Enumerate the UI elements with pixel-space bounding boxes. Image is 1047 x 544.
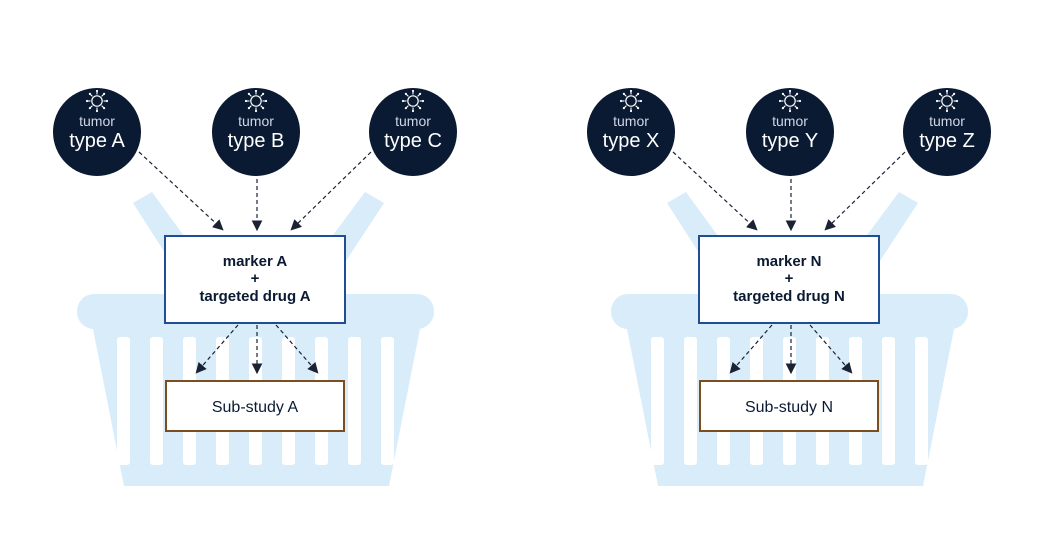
tumor-label-type: type Z [919, 130, 975, 152]
input-arrows [672, 151, 906, 232]
tumor-circle: tumor type X [587, 88, 675, 176]
substudy-label: Sub-study A [212, 399, 299, 416]
output-arrows [195, 324, 319, 375]
arrow-c [290, 151, 372, 231]
tumor-label-small: tumor [929, 113, 965, 129]
basket-group-1: tumor type A tumor type B tumor type C m… [53, 88, 457, 486]
tumor-circle: tumor type C [369, 88, 457, 176]
tumor-label-type: type C [384, 130, 442, 152]
substudy-box: Sub-study A [165, 380, 345, 432]
tumor-label-small: tumor [79, 113, 115, 129]
arrow-a [138, 151, 224, 231]
tumor-label-small: tumor [772, 113, 808, 129]
output-arrows [729, 324, 853, 375]
tumor-circle: tumor type A [53, 88, 141, 176]
arrow-z [824, 151, 906, 231]
plus-label: + [251, 270, 260, 287]
marker-drug-box: marker A + targeted drug A [164, 235, 346, 324]
arrow-x [672, 151, 758, 231]
tumor-label-type: type A [69, 130, 125, 152]
tumor-circle: tumor type Y [746, 88, 834, 176]
tumor-label-type: type X [603, 130, 660, 152]
tumor-label-small: tumor [395, 113, 431, 129]
substudy-box: Sub-study N [699, 380, 879, 432]
drug-label: targeted drug A [199, 288, 310, 305]
tumor-label-small: tumor [238, 113, 274, 129]
tumor-circle: tumor type Z [903, 88, 991, 176]
plus-label: + [785, 270, 794, 287]
marker-label: marker N [756, 253, 821, 270]
substudy-label: Sub-study N [745, 399, 833, 416]
tumor-circle: tumor type B [212, 88, 300, 176]
marker-drug-box: marker N + targeted drug N [698, 235, 880, 324]
input-arrows [138, 151, 372, 232]
tumor-label-small: tumor [613, 113, 649, 129]
basket-group-2: tumor type X tumor type Y tumor type Z m… [587, 88, 991, 486]
tumor-label-type: type B [228, 130, 285, 152]
marker-label: marker A [223, 253, 288, 270]
tumor-label-type: type Y [762, 130, 818, 152]
drug-label: targeted drug N [733, 288, 845, 305]
